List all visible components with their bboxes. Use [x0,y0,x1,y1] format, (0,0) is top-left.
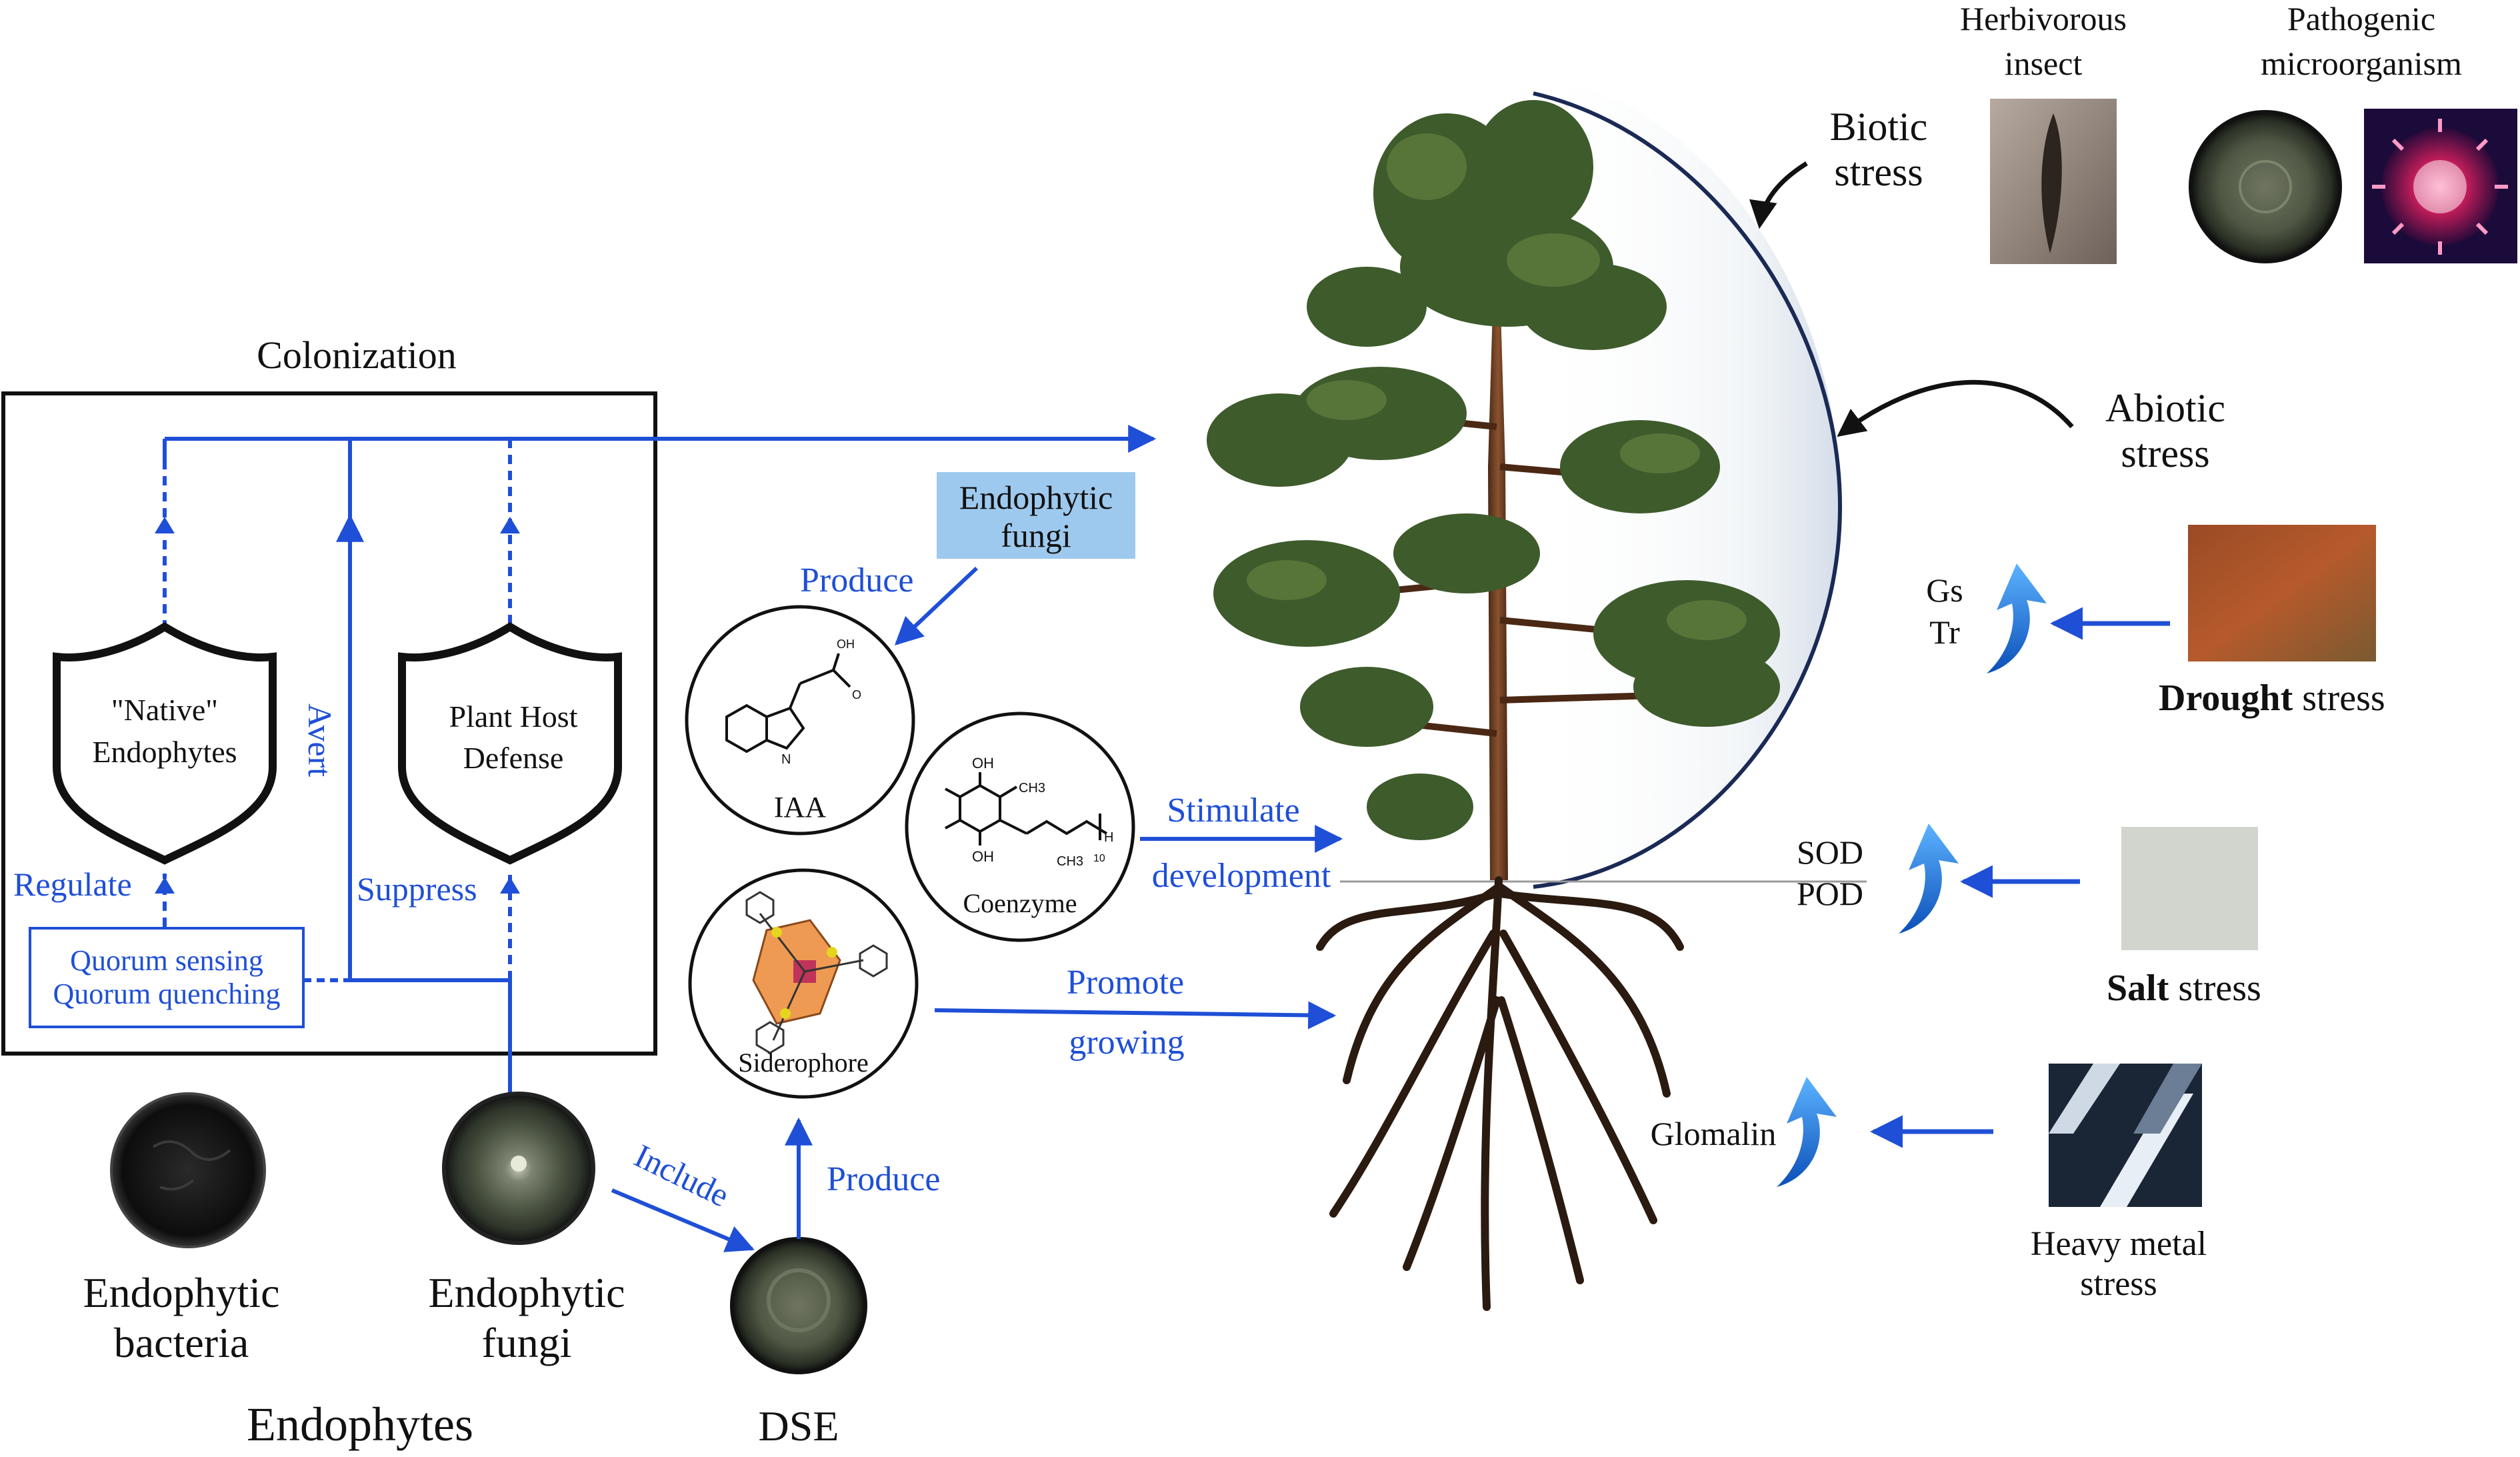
gs-label: Gs [1926,571,1963,609]
iaa-n: N [781,752,791,767]
dse-dish [730,1237,867,1374]
produce-bottom-label: Produce [827,1160,940,1198]
glomalin-label: Glomalin [1651,1115,1777,1152]
promote-line1: Promote [1067,964,1184,1002]
stimulate-line2: development [1152,857,1331,895]
produce-top-arrow [894,566,979,645]
fungi-line1: Endophytic [428,1269,625,1316]
bacteria-line2: bacteria [114,1319,249,1366]
pod-label: POD [1797,875,1863,912]
quorum-line1: Quorum sensing [70,944,263,977]
coenzyme-h: H [1104,830,1113,845]
siderophore-molecule: Siderophore [688,868,919,1099]
insect-photo [1990,99,2117,264]
plant-host-defense-line1: Plant Host [449,699,578,734]
biotic-line1: Biotic [1830,105,1928,149]
heavy-line2: stress [2080,1265,2157,1303]
sod-label: SOD [1797,834,1863,871]
bacteria-dish [110,1092,266,1248]
colonization-box [1,391,657,1056]
coenzyme-label: Coenzyme [963,888,1077,918]
native-endophytes-line1: "Native" [111,693,218,727]
colonization-title: Colonization [257,333,457,377]
abiotic-line2: stress [2121,431,2209,475]
pine-tree-illustration [1207,80,1867,1311]
drought-up-icon [1987,563,2047,673]
iaa-molecule: OH O N IAA [685,605,915,836]
herbivorous-line1: Herbivorous [1960,0,2127,37]
stimulate-line1: Stimulate [1167,792,1299,830]
coenzyme-oh-top: OH [972,755,994,772]
pathogenic-line1: Pathogenic [2287,0,2435,37]
produce-top-label: Produce [800,561,913,599]
bacteria-line1: Endophytic [83,1269,279,1316]
plant-host-defense-line2: Defense [463,741,564,775]
heavy-metal-photo [2049,1064,2202,1207]
endophytic-fungi-label-bg [937,472,1135,559]
siderophore-label: Siderophore [738,1048,869,1078]
glomalin-up-icon [1777,1077,1837,1187]
iaa-oh: OH [837,637,855,651]
coenzyme-ch3-bottom: CH3 [1057,854,1083,869]
endophytes-group-title: Endophytes [247,1398,473,1451]
salt-label: Salt stress [2107,968,2261,1009]
abiotic-arrow [1837,379,2074,437]
coenzyme-10: 10 [1093,853,1105,864]
quorum-box [29,927,305,1028]
virus-photo [2364,109,2517,263]
coenzyme-oh-bottom: OH [972,848,994,865]
heavy-line1: Heavy metal [2031,1225,2207,1263]
dse-label: DSE [759,1402,839,1450]
up-arrowheads [155,517,520,894]
iaa-o: O [852,688,861,701]
salt-up-icon [1899,824,1959,934]
fungi-line2: fungi [481,1319,571,1366]
native-endophytes-shield [53,621,277,865]
abiotic-line1: Abiotic [2105,386,2225,430]
promote-line2: growing [1069,1024,1184,1062]
suppress-label: Suppress [357,870,477,908]
include-arrow [611,1188,755,1252]
drought-photo [2188,525,2376,661]
coenzyme-ch3-top: CH3 [1019,781,1045,796]
avert-label: Avert [301,703,339,777]
herbivorous-line2: insect [2005,45,2083,82]
promote-arrow [934,1001,1337,1030]
endophytic-fungi-label-line1: Endophytic [959,479,1113,516]
endophytic-fungi-label-line2: fungi [1001,517,1071,554]
iaa-label: IAA [774,791,826,824]
regulate-label: Regulate [13,866,132,903]
pathogenic-line2: microorganism [2261,45,2462,82]
biotic-line2: stress [1834,150,1923,194]
pathogen-dish-photo [2189,110,2342,263]
drought-label-bold: Drought stress [2159,677,2385,719]
native-endophytes-line2: Endophytes [92,735,237,769]
coenzyme-molecule: OH CH3 OH CH3 H 10 Coenzyme [905,711,1135,942]
plant-host-defense-shield [398,621,622,865]
tr-label: Tr [1929,613,1960,651]
biotic-arrow [1749,161,1808,229]
quorum-line2: Quorum quenching [53,978,281,1010]
